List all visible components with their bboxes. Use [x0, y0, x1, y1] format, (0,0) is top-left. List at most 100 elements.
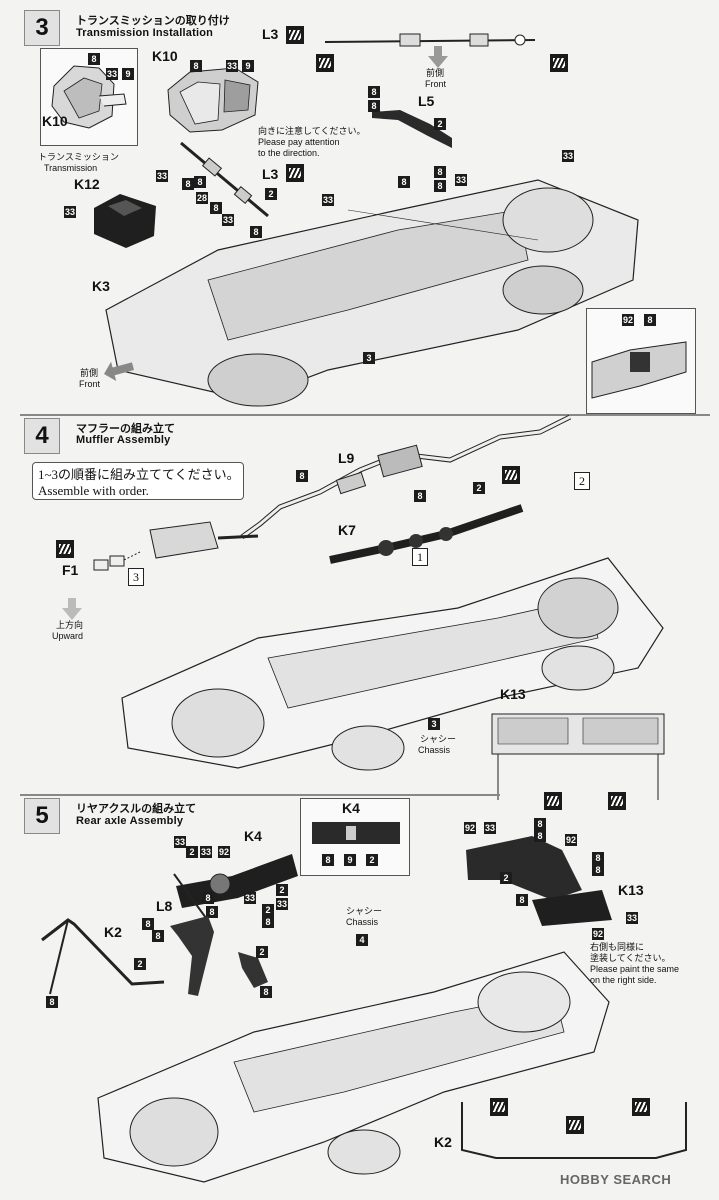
part-2: 2: [500, 872, 512, 884]
part-2: 2: [265, 188, 277, 200]
watermark: HOBBY SEARCH: [560, 1172, 671, 1187]
k4-detail-drawing: [312, 822, 400, 844]
chassis5-label-jp: シャシー: [346, 906, 383, 916]
upward-label-en: Upward: [52, 631, 84, 641]
k7-driveshaft-drawing: [329, 504, 524, 564]
part-3: 3: [428, 718, 440, 730]
part-8: 8: [210, 202, 222, 214]
part-2: 2: [186, 846, 198, 858]
part-33: 33: [276, 898, 288, 910]
chassis-step4-drawing: [121, 557, 664, 771]
l3-top-label: L3: [262, 26, 279, 42]
attention-note-jp: 向きに注意してください。: [258, 126, 366, 136]
part-92: 92: [565, 834, 577, 846]
order-step-1: 1: [412, 548, 428, 566]
transmission-label-jp: トランスミッション: [38, 152, 119, 162]
part-92: 92: [464, 822, 476, 834]
paint-icon: [490, 1098, 508, 1116]
part-92: 92: [218, 846, 230, 858]
paint-icon: [608, 792, 626, 810]
step-3-title-jp: トランスミッションの取り付け: [76, 15, 230, 27]
section-divider: [20, 794, 500, 796]
part-9: 9: [122, 68, 134, 80]
k2-bottom-label: K2: [434, 1134, 452, 1150]
watermark-text: HOBBY SEARCH: [560, 1172, 672, 1187]
l9-exhaust-pipe-drawing: [240, 414, 572, 540]
part-2: 2: [256, 946, 268, 958]
part-33: 33: [64, 206, 76, 218]
paint-note-en-1: Please paint the same: [590, 964, 680, 974]
part-92: 92: [622, 314, 634, 326]
part-33: 33: [106, 68, 118, 80]
k7-label: K7: [338, 522, 356, 538]
k3-label: K3: [92, 278, 110, 294]
paint-icon: [544, 792, 562, 810]
part-33: 33: [322, 194, 334, 206]
part-8: 8: [88, 53, 100, 65]
part-4: 4: [356, 934, 368, 946]
part-33: 33: [200, 846, 212, 858]
chassis-step3-drawing: [105, 179, 639, 407]
step-number-3: 3: [24, 10, 60, 46]
attention-note-en-1: Please pay attention: [258, 137, 340, 147]
part-92: 92: [592, 928, 604, 940]
part-33: 33: [562, 150, 574, 162]
f1-tips-drawing: [93, 551, 141, 571]
k12-label: K12: [74, 176, 100, 192]
order-step-3: 3: [128, 568, 144, 586]
part-8: 8: [262, 916, 274, 928]
part-8: 8: [202, 892, 214, 904]
part-2: 2: [262, 904, 274, 916]
part-33: 33: [455, 174, 467, 186]
l5-bracket-drawing: [372, 110, 452, 148]
order-step-2: 2: [574, 472, 590, 490]
l3-shaft-drawing: [180, 141, 269, 218]
k10-transmission-drawing: [167, 67, 259, 133]
k12-part-drawing: [94, 194, 156, 248]
attention-note-en-2: to the direction.: [258, 148, 320, 158]
part-33: 33: [156, 170, 168, 182]
part-8: 8: [206, 906, 218, 918]
paint-icon: [56, 540, 74, 558]
transmission-label-en: Transmission: [44, 163, 98, 173]
l8-arm-drawing: [170, 916, 268, 996]
paint-icon: [550, 54, 568, 72]
step-number-4: 4: [24, 418, 60, 454]
part-8: 8: [592, 852, 604, 864]
part-8: 8: [592, 864, 604, 876]
chassis5-label-en: Chassis: [346, 917, 379, 927]
k2-bottom-bar-drawing: [461, 1102, 687, 1159]
muffler-drawing: [149, 521, 259, 559]
paint-icon: [286, 164, 304, 182]
upward-label-jp: 上方向: [56, 620, 84, 630]
part-9: 9: [242, 60, 254, 72]
part-8: 8: [414, 490, 426, 502]
front2-label-en: Front: [79, 379, 101, 389]
step-5-title-en: Rear axle Assembly: [76, 815, 184, 827]
chassis-label-jp: シャシー: [420, 734, 457, 744]
part-28: 28: [196, 192, 208, 204]
part-2: 2: [434, 118, 446, 130]
upward-arrow-icon: [62, 598, 82, 620]
transmission-inset-drawing: [51, 65, 127, 129]
part-8: 8: [516, 894, 528, 906]
driveshaft-drawing: [324, 33, 536, 47]
k10-label: K10: [152, 48, 178, 64]
assembly-order-note: [32, 462, 244, 500]
paint-note-jp-1: 右側も同様に: [590, 942, 645, 952]
k13-mudguard-drawing: [466, 836, 612, 926]
part-33: 33: [626, 912, 638, 924]
chassis-label-en: Chassis: [418, 745, 451, 755]
part-9: 9: [344, 854, 356, 866]
part-8: 8: [190, 60, 202, 72]
part-3: 3: [363, 352, 375, 364]
step-5-title-jp: リヤアクスルの組み立て: [76, 803, 197, 815]
order-note-en: Assemble with order.: [38, 483, 149, 498]
part-8: 8: [534, 830, 546, 842]
l5-label: L5: [418, 93, 435, 109]
part-8: 8: [182, 178, 194, 190]
part-8: 8: [142, 918, 154, 930]
part-2: 2: [134, 958, 146, 970]
l9-label: L9: [338, 450, 355, 466]
front-arrow-icon: [104, 362, 134, 382]
